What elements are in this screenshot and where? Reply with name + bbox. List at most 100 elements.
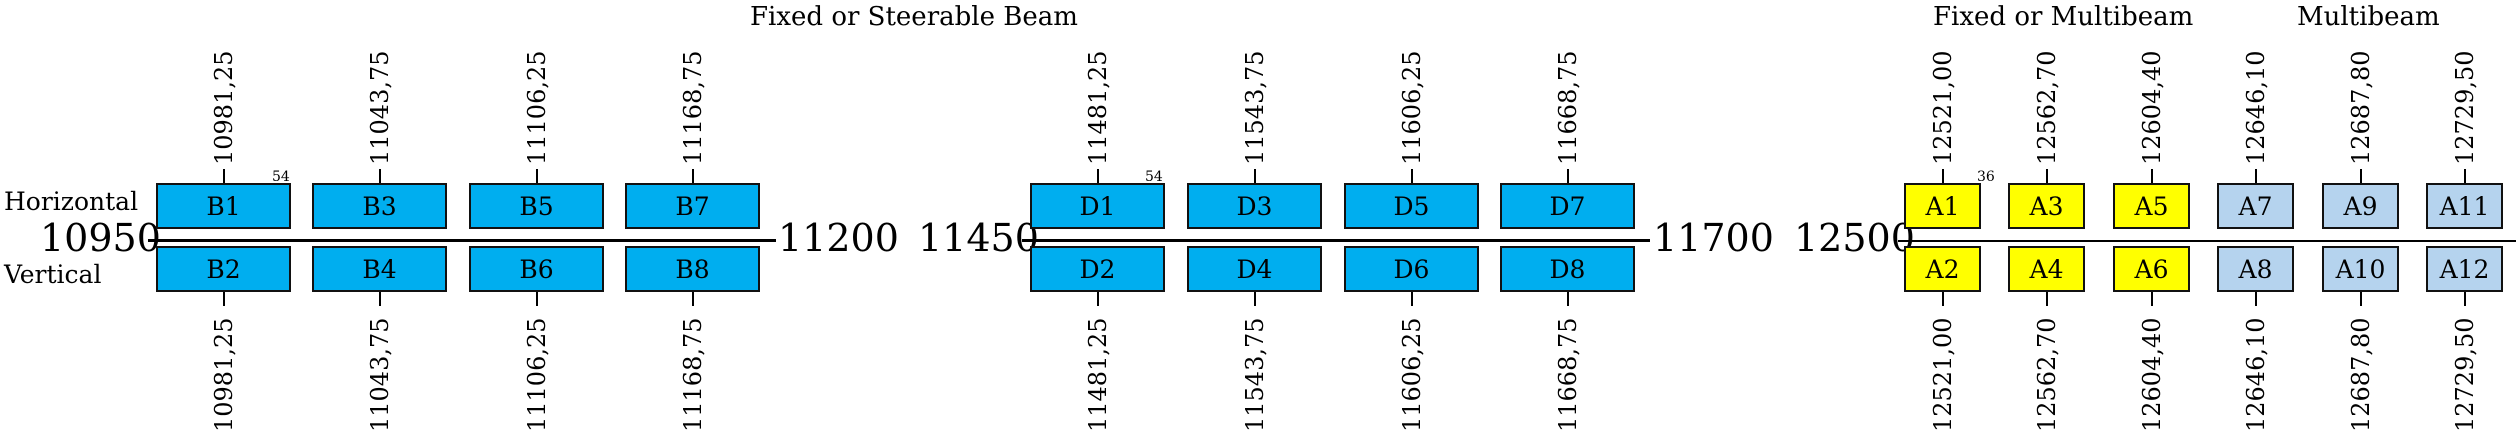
title-steerable-beam: Fixed or Steerable Beam (750, 2, 1078, 32)
channel-box-horizontal: B7 (625, 183, 760, 229)
channel-box-vertical: B2 (156, 246, 291, 292)
channel-box-vertical: B8 (625, 246, 760, 292)
center-tick (2045, 169, 2048, 183)
center-tick (1566, 292, 1569, 306)
center-tick (2359, 292, 2362, 306)
channel-box-vertical: A6 (2113, 246, 2190, 292)
center-tick (2359, 169, 2362, 183)
channel-box-vertical: D6 (1344, 246, 1479, 292)
center-tick (535, 292, 538, 306)
center-tick (1410, 292, 1413, 306)
channel-box-horizontal: A1 (1904, 183, 1981, 229)
center-tick (1941, 292, 1944, 306)
center-tick (2254, 292, 2257, 306)
center-tick (691, 292, 694, 306)
center-tick (2150, 169, 2153, 183)
center-tick (378, 169, 381, 183)
center-tick (1096, 292, 1099, 306)
center-frequency-label: 10981,25 (209, 317, 238, 432)
channel-box-horizontal: A3 (2008, 183, 2085, 229)
center-frequency-label: 12521,00 (1928, 50, 1957, 165)
channel-box-vertical: A12 (2426, 246, 2503, 292)
channel-box-horizontal: A11 (2426, 183, 2503, 229)
center-frequency-label: 11106,25 (522, 317, 551, 432)
center-frequency-label: 11043,75 (365, 50, 394, 165)
channel-box-horizontal: B1 (156, 183, 291, 229)
label-vertical: Vertical (4, 260, 102, 289)
bandwidth-note: 54 (1145, 169, 1163, 185)
channel-box-horizontal: D5 (1344, 183, 1479, 229)
center-tick (1410, 169, 1413, 183)
channel-box-horizontal: D3 (1187, 183, 1322, 229)
center-frequency-label: 12729,50 (2450, 50, 2479, 165)
channel-box-horizontal: B3 (312, 183, 447, 229)
center-frequency-label: 12729,50 (2450, 317, 2479, 432)
band-edge-start: 12500 (1794, 216, 1915, 260)
center-frequency-label: 12687,80 (2346, 50, 2375, 165)
center-frequency-label: 11543,75 (1240, 50, 1269, 165)
channel-box-vertical: A10 (2322, 246, 2399, 292)
center-frequency-label: 12687,80 (2346, 317, 2375, 432)
band-edge-start: 11450 (918, 216, 1039, 260)
center-tick (2254, 169, 2257, 183)
center-tick (1566, 169, 1569, 183)
channel-box-vertical: D4 (1187, 246, 1322, 292)
center-frequency-label: 11481,25 (1083, 317, 1112, 432)
center-frequency-label: 11606,25 (1397, 50, 1426, 165)
title-fixed-multibeam: Fixed or Multibeam (1933, 2, 2194, 32)
channel-box-vertical: A4 (2008, 246, 2085, 292)
channel-box-vertical: D8 (1500, 246, 1635, 292)
label-horizontal: Horizontal (4, 187, 139, 216)
channel-box-vertical: A8 (2217, 246, 2294, 292)
center-frequency-label: 10981,25 (209, 50, 238, 165)
center-tick (2045, 292, 2048, 306)
center-tick (1941, 169, 1944, 183)
center-frequency-label: 12646,10 (2241, 50, 2270, 165)
center-frequency-label: 12521,00 (1928, 317, 1957, 432)
center-frequency-label: 11106,25 (522, 50, 551, 165)
bandwidth-note: 54 (272, 169, 290, 185)
center-frequency-label: 11543,75 (1240, 317, 1269, 432)
channel-box-horizontal: D7 (1500, 183, 1635, 229)
band-edge-end: 11200 (778, 216, 899, 260)
center-tick (2463, 169, 2466, 183)
band-edge-end: 11700 (1653, 216, 1774, 260)
channel-box-vertical: D2 (1030, 246, 1165, 292)
channel-box-vertical: B4 (312, 246, 447, 292)
channel-box-vertical: A2 (1904, 246, 1981, 292)
center-tick (222, 169, 225, 183)
center-frequency-label: 11168,75 (678, 50, 707, 165)
center-frequency-label: 11606,25 (1397, 317, 1426, 432)
center-tick (1253, 169, 1256, 183)
center-frequency-label: 11481,25 (1083, 50, 1112, 165)
center-frequency-label: 12604,40 (2137, 317, 2166, 432)
channel-box-horizontal: A5 (2113, 183, 2190, 229)
title-multibeam: Multibeam (2297, 2, 2440, 32)
channel-box-vertical: B6 (469, 246, 604, 292)
center-frequency-label: 11668,75 (1553, 50, 1582, 165)
center-tick (691, 169, 694, 183)
center-tick (535, 169, 538, 183)
center-frequency-label: 11043,75 (365, 317, 394, 432)
center-frequency-label: 12562,70 (2032, 317, 2061, 432)
center-tick (1253, 292, 1256, 306)
center-frequency-label: 12562,70 (2032, 50, 2061, 165)
center-tick (378, 292, 381, 306)
band-edge-start: 10950 (40, 216, 161, 260)
band-axis (1022, 239, 1650, 242)
band-axis (1898, 240, 2516, 242)
center-frequency-label: 12604,40 (2137, 50, 2166, 165)
channel-box-horizontal: D1 (1030, 183, 1165, 229)
channel-box-horizontal: B5 (469, 183, 604, 229)
bandwidth-note: 36 (1977, 169, 1995, 185)
band-axis (148, 239, 776, 242)
channel-box-horizontal: A9 (2322, 183, 2399, 229)
center-tick (2150, 292, 2153, 306)
center-tick (2463, 292, 2466, 306)
center-frequency-label: 11168,75 (678, 317, 707, 432)
channel-box-horizontal: A7 (2217, 183, 2294, 229)
center-frequency-label: 11668,75 (1553, 317, 1582, 432)
center-tick (222, 292, 225, 306)
center-frequency-label: 12646,10 (2241, 317, 2270, 432)
center-tick (1096, 169, 1099, 183)
